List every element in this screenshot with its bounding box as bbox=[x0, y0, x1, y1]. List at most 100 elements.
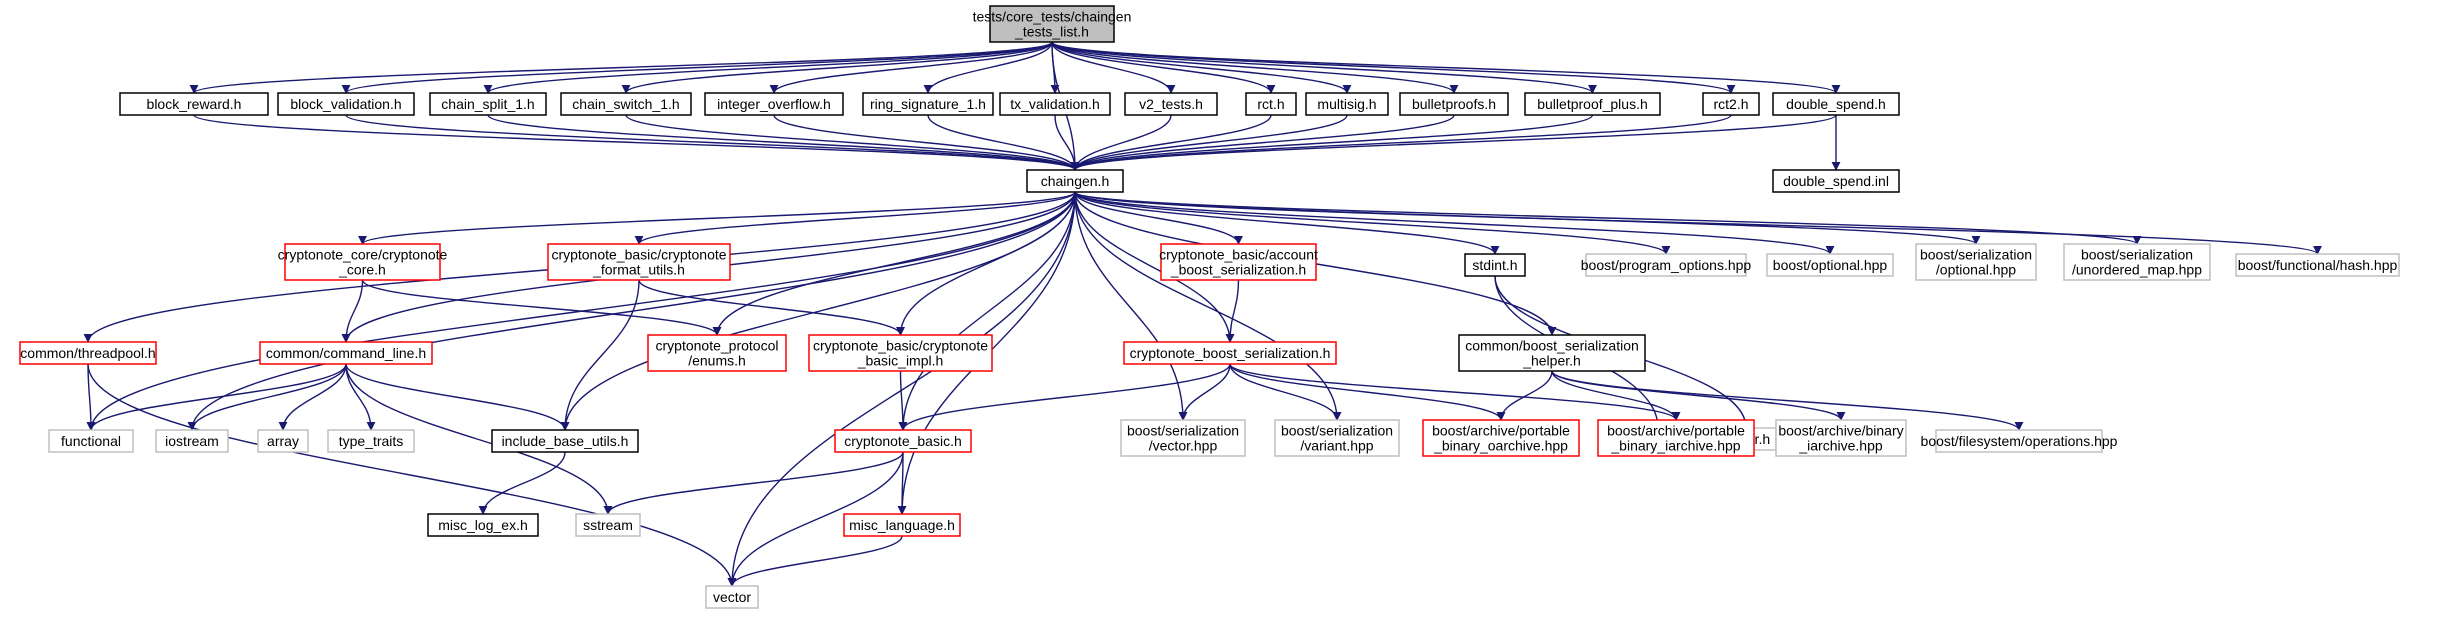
node-label: cryptonote_core/cryptonote bbox=[278, 247, 448, 263]
edge-chaingen-to-include_base_utils bbox=[560, 191, 1076, 431]
node-box bbox=[843, 513, 961, 537]
node-tx-validation[interactable]: tx_validation.h bbox=[999, 92, 1111, 116]
node-block-reward[interactable]: block_reward.h bbox=[119, 92, 269, 116]
node-chain-switch[interactable]: chain_switch_1.h bbox=[560, 92, 692, 116]
node-ser-variant[interactable]: boost/serialization/variant.hpp bbox=[1274, 419, 1400, 457]
node-cn-format-utils[interactable]: cryptonote_basic/cryptonote_format_utils… bbox=[547, 243, 731, 281]
node-box bbox=[429, 92, 547, 116]
node-iostream[interactable]: iostream bbox=[155, 429, 229, 453]
node-label: _helper.h bbox=[1522, 353, 1581, 369]
node-chain-split[interactable]: chain_split_1.h bbox=[429, 92, 547, 116]
node-root[interactable]: tests/core_tests/chaingen_tests_list.h bbox=[973, 5, 1132, 43]
node-box bbox=[327, 429, 415, 453]
node-functional-hash[interactable]: boost/functional/hash.hpp bbox=[2235, 253, 2400, 277]
node-stdint[interactable]: stdint.h bbox=[1464, 253, 1526, 277]
node-label: common/command_line.h bbox=[266, 345, 426, 361]
edge-chaingen-to-stdint bbox=[1074, 191, 1500, 255]
node-label: multisig.h bbox=[1317, 96, 1376, 112]
node-box bbox=[119, 92, 269, 116]
node-cn-protocol-enums[interactable]: cryptonote_protocol/enums.h bbox=[647, 334, 787, 372]
node-multisig[interactable]: multisig.h bbox=[1305, 92, 1389, 116]
node-box bbox=[862, 92, 994, 116]
node-label: misc_language.h bbox=[849, 517, 955, 533]
edge-cn_boost_ser-to-portable_oarchive bbox=[1229, 363, 1506, 421]
node-box bbox=[705, 585, 759, 609]
nodes-layer: tests/core_tests/chaingen_tests_list.hbl… bbox=[19, 5, 2400, 609]
node-label: boost/functional/hash.hpp bbox=[2238, 257, 2398, 273]
node-bulletproofs[interactable]: bulletproofs.h bbox=[1399, 92, 1509, 116]
edge-root-to-bulletproofs bbox=[1051, 41, 1459, 94]
edge-boost_ser_helper-to-binary_iarchive bbox=[1551, 370, 1846, 421]
node-double-spend-inl[interactable]: double_spend.inl bbox=[1772, 169, 1900, 193]
node-cn-core[interactable]: cryptonote_core/cryptonote_core.h bbox=[278, 243, 448, 281]
node-bulletproof-plus[interactable]: bulletproof_plus.h bbox=[1524, 92, 1661, 116]
node-misc-language[interactable]: misc_language.h bbox=[843, 513, 961, 537]
node-functional[interactable]: functional bbox=[48, 429, 134, 453]
node-double-spend[interactable]: double_spend.h bbox=[1772, 92, 1900, 116]
edge-ring_signature-to-chaingen bbox=[927, 114, 1080, 171]
node-v2-tests[interactable]: v2_tests.h bbox=[1124, 92, 1218, 116]
node-ser-unordered-map[interactable]: boost/serialization/unordered_map.hpp bbox=[2063, 243, 2211, 281]
edge-chaingen-to-cn_basic bbox=[898, 191, 1076, 431]
edge-command_line-to-functional bbox=[86, 363, 347, 431]
edge-boost_ser_helper-to-portable_iarchive bbox=[1551, 370, 1681, 421]
node-cn-basic-impl[interactable]: cryptonote_basic/cryptonote_basic_impl.h bbox=[808, 334, 993, 372]
node-sstream[interactable]: sstream bbox=[575, 513, 641, 537]
node-array[interactable]: array bbox=[257, 429, 309, 453]
node-integer-overflow[interactable]: integer_overflow.h bbox=[704, 92, 844, 116]
node-rct[interactable]: rct.h bbox=[1245, 92, 1297, 116]
node-misc-log-ex[interactable]: misc_log_ex.h bbox=[427, 513, 539, 537]
node-rct2[interactable]: rct2.h bbox=[1702, 92, 1760, 116]
node-ser-vector[interactable]: boost/serialization/vector.hpp bbox=[1120, 419, 1246, 457]
node-box bbox=[1524, 92, 1661, 116]
edge-cn_basic-to-sstream bbox=[603, 451, 904, 515]
edge-block_validation-to-chaingen bbox=[345, 114, 1080, 171]
node-cn-basic[interactable]: cryptonote_basic.h bbox=[834, 429, 972, 453]
node-boost-ser-helper[interactable]: common/boost_serialization_helper.h bbox=[1458, 334, 1646, 372]
node-optional[interactable]: boost/optional.hpp bbox=[1766, 253, 1894, 277]
node-label: functional bbox=[61, 433, 121, 449]
edge-chaingen-to-account_boost bbox=[1074, 191, 1243, 245]
node-portable-iarchive[interactable]: boost/archive/portable_binary_iarchive.h… bbox=[1597, 419, 1755, 457]
node-ring-signature[interactable]: ring_signature_1.h bbox=[862, 92, 994, 116]
edge-bulletproofs-to-chaingen bbox=[1070, 114, 1455, 171]
node-box bbox=[560, 92, 692, 116]
node-command-line[interactable]: common/command_line.h bbox=[259, 341, 433, 365]
edge-root-to-chain_switch bbox=[621, 41, 1053, 94]
node-label: boost/filesystem/operations.hpp bbox=[1921, 433, 2118, 449]
node-box bbox=[834, 429, 972, 453]
node-type-traits[interactable]: type_traits bbox=[327, 429, 415, 453]
node-ser-optional[interactable]: boost/serialization/optional.hpp bbox=[1915, 243, 2037, 281]
node-cn-boost-ser[interactable]: cryptonote_boost_serialization.h bbox=[1123, 341, 1337, 365]
node-box bbox=[575, 513, 641, 537]
node-box bbox=[1160, 243, 1317, 281]
edge-root-to-block_reward bbox=[189, 41, 1053, 94]
edge-command_line-to-iostream bbox=[187, 363, 347, 431]
node-portable-oarchive[interactable]: boost/archive/portable_binary_oarchive.h… bbox=[1422, 419, 1580, 457]
node-account-boost[interactable]: cryptonote_basic/account_boost_serializa… bbox=[1159, 243, 1318, 281]
node-block-validation[interactable]: block_validation.h bbox=[277, 92, 415, 116]
node-box bbox=[999, 92, 1111, 116]
node-label: boost/serialization bbox=[2081, 247, 2193, 263]
node-label: vector bbox=[713, 589, 751, 605]
edge-chain_split-to-chaingen bbox=[487, 114, 1080, 171]
node-label: boost/program_options.hpp bbox=[1581, 257, 1752, 273]
node-chaingen[interactable]: chaingen.h bbox=[1026, 169, 1124, 193]
edge-command_line-to-sstream bbox=[345, 363, 613, 515]
node-threadpool[interactable]: common/threadpool.h bbox=[19, 341, 157, 365]
edge-block_reward-to-chaingen bbox=[193, 114, 1080, 171]
node-label: stdint.h bbox=[1472, 257, 1517, 273]
node-program-options[interactable]: boost/program_options.hpp bbox=[1581, 253, 1752, 277]
node-label: /unordered_map.hpp bbox=[2072, 262, 2202, 278]
node-box bbox=[1245, 92, 1297, 116]
node-fs-operations[interactable]: boost/filesystem/operations.hpp bbox=[1921, 429, 2118, 453]
node-label: _format_utils.h bbox=[592, 262, 685, 278]
node-label: common/boost_serialization bbox=[1465, 338, 1639, 354]
node-include-base-utils[interactable]: include_base_utils.h bbox=[491, 429, 639, 453]
node-box bbox=[1585, 253, 1747, 277]
node-binary-iarchive[interactable]: boost/archive/binary_iarchive.hpp bbox=[1775, 419, 1907, 457]
node-vector[interactable]: vector bbox=[705, 585, 759, 609]
edge-multisig-to-chaingen bbox=[1070, 114, 1348, 171]
